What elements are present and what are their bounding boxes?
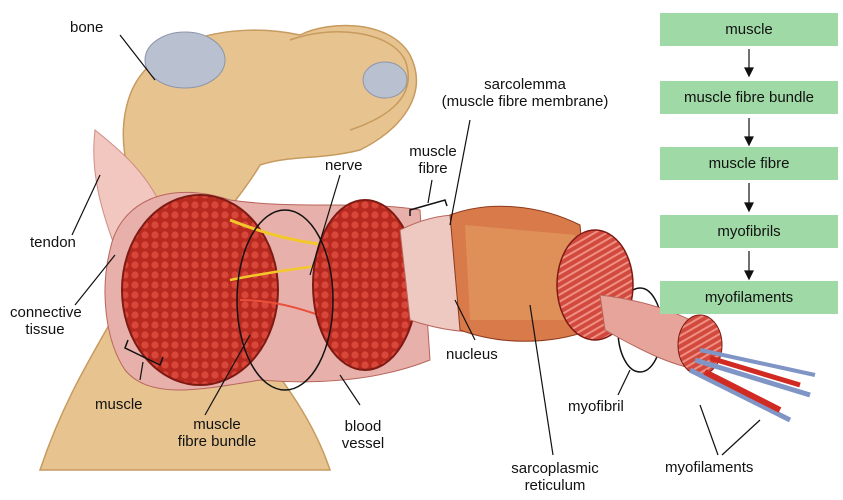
flow-box-myofibrils: myofibrils [660, 215, 838, 248]
cartilage-joint-2 [363, 62, 407, 98]
label-nucleus: nucleus [446, 346, 498, 363]
muscle-cross-section [122, 195, 278, 385]
label-muscle-fibre-bundle: muscle fibre bundle [162, 416, 272, 450]
label-connective-tissue-line1: connective [10, 304, 80, 321]
label-sarcolemma-line2: (muscle fibre membrane) [415, 93, 635, 110]
flow-box-muscle-fibre-bundle: muscle fibre bundle [660, 81, 838, 114]
label-muscle: muscle [95, 396, 143, 413]
label-sarcoplasmic-reticulum-line2: reticulum [505, 477, 605, 494]
label-sarcoplasmic-reticulum-line1: sarcoplasmic [505, 460, 605, 477]
label-tendon: tendon [30, 234, 76, 251]
label-blood-vessel: blood vessel [333, 418, 393, 452]
label-nerve: nerve [325, 157, 363, 174]
fibre-bundle-section [313, 200, 417, 370]
label-connective-tissue-line2: tissue [10, 321, 80, 338]
label-muscle-fibre: muscle fibre [403, 143, 463, 177]
label-sarcolemma-line1: sarcolemma [415, 76, 635, 93]
label-blood-vessel-line1: blood [333, 418, 393, 435]
label-sarcoplasmic-reticulum: sarcoplasmic reticulum [505, 460, 605, 494]
label-myofibril: myofibril [568, 398, 624, 415]
label-connective-tissue: connective tissue [10, 304, 80, 338]
label-muscle-fibre-line2: fibre [403, 160, 463, 177]
label-bone: bone [70, 19, 103, 36]
label-blood-vessel-line2: vessel [333, 435, 393, 452]
flow-box-muscle-fibre: muscle fibre [660, 147, 838, 180]
cartilage-joint [145, 32, 225, 88]
label-muscle-fibre-line1: muscle [403, 143, 463, 160]
label-muscle-fibre-bundle-line1: muscle [162, 416, 272, 433]
label-sarcolemma: sarcolemma (muscle fibre membrane) [415, 76, 635, 110]
flow-box-muscle: muscle [660, 13, 838, 46]
muscle-fibre [400, 206, 633, 341]
label-muscle-fibre-bundle-line2: fibre bundle [162, 433, 272, 450]
label-myofilaments: myofilaments [665, 459, 753, 476]
flow-box-myofilaments: myofilaments [660, 281, 838, 314]
